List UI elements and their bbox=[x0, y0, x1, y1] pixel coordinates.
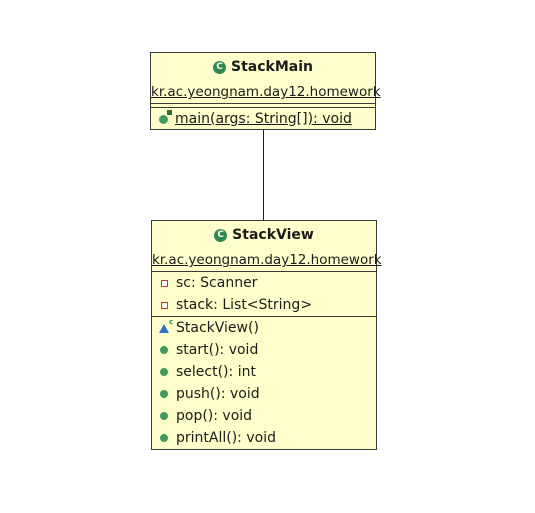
method-label: select(): int bbox=[176, 364, 256, 380]
class-header: C StackMain kr.ac.yeongnam.day12.homewor… bbox=[151, 53, 381, 103]
method-label: start(): void bbox=[176, 342, 259, 358]
fields-section: sc: Scanner stack: List<String> bbox=[152, 271, 376, 316]
class-name: StackView bbox=[232, 227, 314, 243]
method-start[interactable]: start(): void bbox=[152, 339, 376, 361]
class-package: kr.ac.yeongnam.day12.homework bbox=[152, 252, 382, 268]
field-label: sc: Scanner bbox=[176, 275, 258, 291]
class-stackview[interactable]: C StackView kr.ac.yeongnam.day12.homewor… bbox=[151, 220, 382, 450]
field-sc[interactable]: sc: Scanner bbox=[152, 272, 376, 294]
private-field-icon bbox=[158, 277, 170, 289]
method-select[interactable]: select(): int bbox=[152, 361, 376, 383]
field-stack[interactable]: stack: List<String> bbox=[152, 294, 376, 316]
class-icon: C bbox=[214, 228, 228, 242]
public-method-icon bbox=[158, 388, 170, 400]
constructor-icon: c bbox=[158, 318, 173, 334]
method-label: StackView() bbox=[176, 320, 259, 336]
public-method-icon bbox=[158, 432, 170, 444]
public-method-icon bbox=[158, 366, 170, 378]
method-printall[interactable]: printAll(): void bbox=[152, 427, 376, 449]
method-label: push(): void bbox=[176, 386, 260, 402]
class-stackmain[interactable]: C StackMain kr.ac.yeongnam.day12.homewor… bbox=[150, 52, 381, 130]
association-line bbox=[263, 130, 264, 221]
method-label: main(args: String[]): void bbox=[175, 111, 352, 127]
method-push[interactable]: push(): void bbox=[152, 383, 376, 405]
method-main[interactable]: main(args: String[]): void bbox=[151, 108, 375, 130]
methods-section: main(args: String[]): void bbox=[151, 107, 375, 130]
class-title: C StackMain bbox=[151, 53, 375, 81]
public-method-icon bbox=[158, 410, 170, 422]
method-pop[interactable]: pop(): void bbox=[152, 405, 376, 427]
method-constructor[interactable]: c StackView() bbox=[152, 317, 376, 339]
field-label: stack: List<String> bbox=[176, 297, 313, 313]
method-label: pop(): void bbox=[176, 408, 253, 424]
class-package: kr.ac.yeongnam.day12.homework bbox=[151, 84, 381, 100]
static-method-icon bbox=[157, 110, 172, 125]
methods-section: c StackView() start(): void select(): in… bbox=[152, 316, 376, 449]
method-label: printAll(): void bbox=[176, 430, 276, 446]
class-name: StackMain bbox=[231, 59, 313, 75]
public-method-icon bbox=[158, 344, 170, 356]
class-icon: C bbox=[213, 60, 226, 74]
private-field-icon bbox=[158, 299, 170, 311]
class-title: C StackView bbox=[152, 221, 376, 249]
fields-section bbox=[151, 103, 375, 107]
class-header: C StackView kr.ac.yeongnam.day12.homewor… bbox=[152, 221, 382, 271]
